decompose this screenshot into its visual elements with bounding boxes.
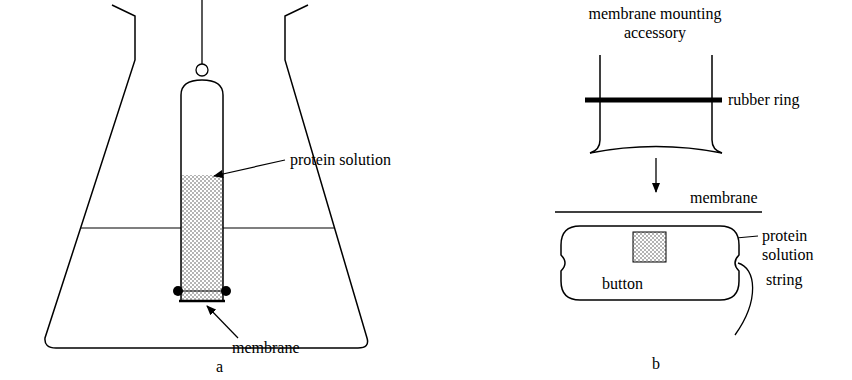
membrane-sheet xyxy=(555,211,762,213)
part-label: protein solution xyxy=(762,226,850,264)
part-label: membrane mounting accessory xyxy=(560,4,750,42)
mounting-accessory xyxy=(585,55,722,153)
node-text: button xyxy=(602,274,643,293)
part-label: protein solution xyxy=(290,150,391,169)
part-label: rubber ring xyxy=(728,90,800,109)
dialysis-tube xyxy=(173,80,231,301)
panel-letter: a xyxy=(216,357,223,376)
leader-line xyxy=(214,160,285,176)
hanging-string xyxy=(196,0,208,76)
part-label: string xyxy=(766,270,802,289)
part-label: membrane xyxy=(232,338,300,357)
leader-line xyxy=(207,306,238,338)
direction-arrow xyxy=(655,158,656,192)
part-label: membrane xyxy=(690,188,758,207)
erlenmeyer-flask xyxy=(45,5,368,348)
button-outline xyxy=(560,225,740,301)
panel-letter: b xyxy=(652,354,660,373)
button-shape: button xyxy=(560,225,740,301)
